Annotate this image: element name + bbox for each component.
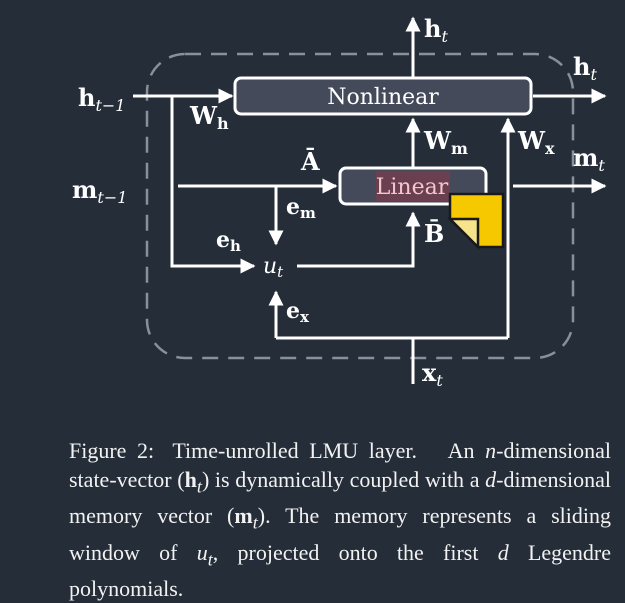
- m-prev-label: mt−1: [72, 175, 127, 207]
- h-t-right-label: ht: [573, 52, 597, 84]
- caption-text: An: [447, 438, 475, 463]
- linear-highlight: [376, 171, 450, 201]
- caption-math-sub: t: [252, 512, 258, 533]
- caption-text: ).: [257, 503, 271, 529]
- sticky-note-icon[interactable]: [446, 192, 505, 251]
- caption-math-d: d: [497, 539, 509, 565]
- caption-math-d: d: [485, 467, 497, 492]
- lmu-diagram: Nonlinear Linear ht ht ht−1 mt−1 mt xt u…: [72, 14, 607, 390]
- caption-text: Legendre polynomials.: [69, 539, 612, 602]
- caption-text: -dimensional memory vector (: [69, 467, 612, 529]
- e-h-path: [170, 96, 256, 274]
- u-t-label: ut: [263, 254, 284, 281]
- caption-math-m: m: [234, 503, 253, 529]
- figure-caption: Figure 2: Time-unrolled LMU layer. An n-…: [69, 436, 611, 603]
- caption-math-n: n: [485, 438, 497, 463]
- e-h-label: eh: [216, 227, 241, 255]
- nonlinear-label: Nonlinear: [327, 85, 439, 110]
- m-t-label: mt: [573, 143, 605, 175]
- h-t-top-label: ht: [424, 14, 448, 46]
- caption-text: ) is dynamically coupled with a: [201, 467, 480, 492]
- caption-text: -dimensional state-vector (: [69, 438, 612, 492]
- caption-text: The memory represents a sliding window o…: [69, 503, 611, 565]
- caption-math-sub: t: [207, 549, 213, 570]
- e-m-label: em: [286, 194, 316, 222]
- w-x-label: Wx: [517, 126, 555, 158]
- x-t-label: xt: [422, 358, 443, 390]
- b-bar-label: B̄: [424, 219, 444, 248]
- w-m-label: Wm: [423, 126, 468, 158]
- caption-math-h: h: [184, 467, 197, 492]
- caption-label: Figure 2:: [69, 438, 155, 463]
- caption-math-sub: t: [196, 476, 202, 497]
- cell-boundary: [145, 52, 575, 360]
- caption-math-u: u: [196, 539, 208, 565]
- e-x-label: ex: [286, 298, 310, 326]
- a-bar-label: Ā: [300, 147, 320, 176]
- b-bar-path: [297, 211, 421, 268]
- w-h-label: Wh: [189, 101, 229, 133]
- h-prev-label: ht−1: [78, 83, 125, 115]
- caption-sentence-1: Time-unrolled LMU layer.: [172, 438, 418, 463]
- linear-label: Linear: [376, 175, 449, 200]
- caption-text: , projected onto the first: [212, 539, 479, 565]
- nonlinear-box: [233, 76, 533, 116]
